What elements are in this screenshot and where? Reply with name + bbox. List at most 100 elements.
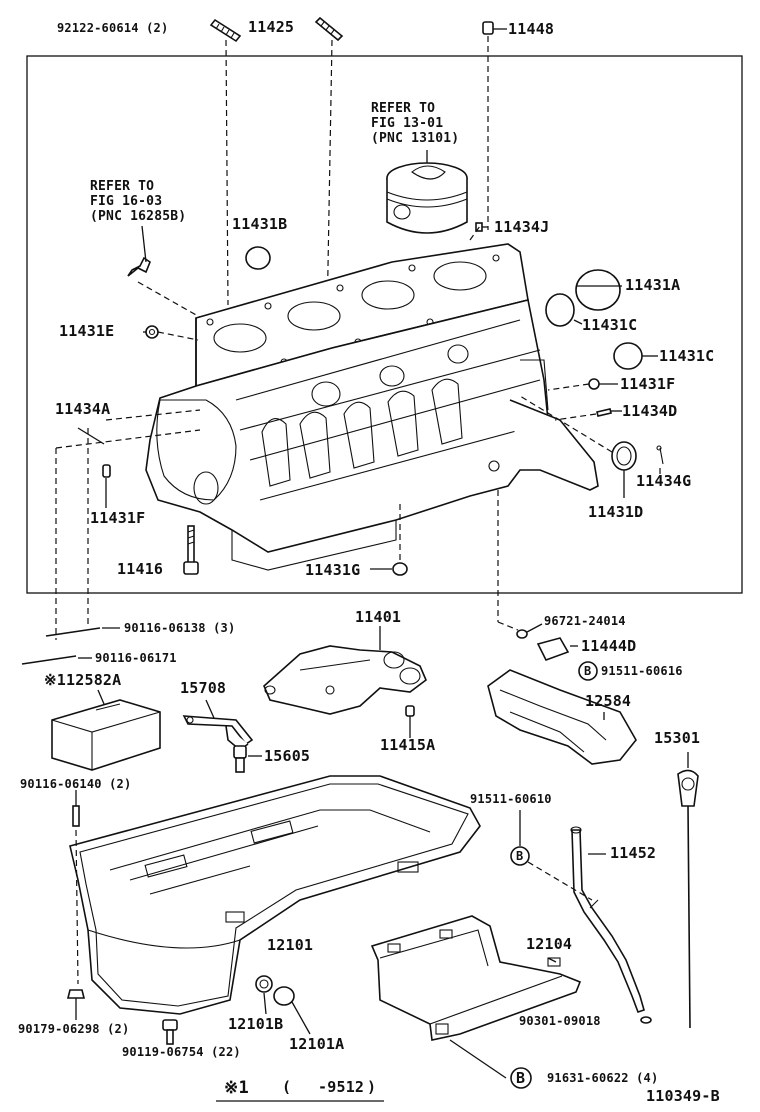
- label-12104[interactable]: 12104: [526, 935, 573, 953]
- ref-fig-16-line3: (PNC 16285B): [90, 209, 187, 224]
- bearing-cap-11401[interactable]: [263, 626, 427, 715]
- label-11431F-1[interactable]: 11431F: [620, 375, 676, 393]
- label-11434G[interactable]: 11434G: [636, 472, 692, 490]
- stud-92122[interactable]: [209, 18, 242, 43]
- plug-11448[interactable]: [482, 21, 507, 35]
- ref-fig-13-line1: REFER TO: [371, 101, 436, 116]
- label-11431G[interactable]: 11431G: [305, 561, 361, 579]
- label-11431F-2[interactable]: 11431F: [90, 509, 146, 527]
- label-11415A[interactable]: 11415A: [380, 736, 436, 754]
- plug-11431F-1[interactable]: [588, 378, 600, 390]
- plug-15605[interactable]: [233, 745, 262, 773]
- plug-11431A[interactable]: [575, 269, 621, 311]
- label-15708[interactable]: 15708: [180, 679, 227, 697]
- baffle-12582A[interactable]: [51, 699, 161, 771]
- circle-b-91511-60610: [510, 846, 530, 866]
- pin-11434G[interactable]: [659, 447, 664, 465]
- diagram-code: 110349-B: [646, 1087, 720, 1105]
- nut-90179[interactable]: [66, 989, 86, 1020]
- sensor-11444D[interactable]: [536, 637, 578, 661]
- bracket-15708[interactable]: [182, 699, 254, 752]
- footnote-range: -9512: [318, 1078, 365, 1096]
- label-12101[interactable]: 12101: [267, 936, 314, 954]
- label-15605[interactable]: 15605: [264, 747, 311, 765]
- plug-11431C-2[interactable]: [613, 342, 643, 370]
- gasket-90301[interactable]: [640, 1016, 652, 1024]
- ref-fig-13-line2: FIG 13-01: [371, 116, 444, 131]
- circle-b-91511-60616: [578, 661, 598, 681]
- label-11431D[interactable]: 11431D: [588, 503, 644, 521]
- label-90179-06298[interactable]: 90179-06298 (2): [18, 1022, 130, 1036]
- label-11401[interactable]: 11401: [355, 608, 402, 626]
- label-15301[interactable]: 15301: [654, 729, 701, 747]
- pin-11434D[interactable]: [596, 408, 612, 417]
- gasket-12101B[interactable]: [255, 975, 273, 1015]
- label-11434A[interactable]: 11434A: [55, 400, 111, 418]
- label-11444D[interactable]: 11444D: [581, 637, 637, 655]
- stud-11425[interactable]: [314, 16, 344, 42]
- bolt-11416[interactable]: [183, 525, 199, 575]
- oil-pan-upper-12584[interactable]: [487, 669, 637, 765]
- label-92122-60614[interactable]: 92122-60614 (2): [57, 21, 169, 35]
- circle-b-letter-3: B: [516, 1069, 526, 1087]
- baffle-plate-12104[interactable]: [370, 915, 582, 1041]
- bolt-90119[interactable]: [162, 1019, 178, 1045]
- oil-pan-12101[interactable]: [69, 775, 481, 1015]
- ref-fig-13-line3: (PNC 13101): [371, 131, 460, 146]
- stud-90116-06171[interactable]: [21, 655, 92, 665]
- label-90119-06754[interactable]: 90119-06754 (22): [122, 1045, 241, 1059]
- label-11448[interactable]: 11448: [508, 20, 555, 38]
- label-11425[interactable]: 11425: [248, 18, 295, 36]
- label-12101B[interactable]: 12101B: [228, 1015, 284, 1033]
- ref-fig-16-line1: REFER TO: [90, 179, 155, 194]
- label-11431B[interactable]: 11431B: [232, 215, 288, 233]
- label-11434J[interactable]: 11434J: [494, 218, 550, 236]
- oring-96721[interactable]: [516, 623, 543, 639]
- circle-b-91631: [510, 1067, 532, 1089]
- plug-11431G[interactable]: [392, 562, 408, 576]
- oil-pipe-11452[interactable]: [570, 826, 652, 1024]
- label-11452[interactable]: 11452: [610, 844, 657, 862]
- label-11434D[interactable]: 11434D: [622, 402, 678, 420]
- label-12101A[interactable]: 12101A: [289, 1035, 345, 1053]
- piston-illustration: [386, 150, 468, 234]
- label-91511-60610[interactable]: 91511-60610: [470, 792, 552, 806]
- circle-b-letter-2: B: [516, 849, 524, 863]
- ref-fig-16-line2: FIG 16-03: [90, 194, 163, 209]
- label-96721-24014[interactable]: 96721-24014: [544, 614, 626, 628]
- label-11431A[interactable]: 11431A: [625, 276, 681, 294]
- label-11431C-1[interactable]: 11431C: [582, 316, 638, 334]
- footnote-mark: ※1: [224, 1078, 249, 1098]
- label-11431E[interactable]: 11431E: [59, 322, 115, 340]
- plug-11431C-1[interactable]: [545, 293, 575, 327]
- label-90116-06138[interactable]: 90116-06138 (3): [124, 621, 236, 635]
- cylinder-block[interactable]: [145, 243, 599, 571]
- stud-90116-06138[interactable]: [45, 627, 120, 637]
- assembly-frame: [26, 55, 743, 594]
- plug-11431B[interactable]: [245, 246, 271, 270]
- label-11431C-2[interactable]: 11431C: [659, 347, 715, 365]
- footnote-range-open: (: [282, 1078, 292, 1096]
- bolt-11415A[interactable]: [405, 705, 415, 738]
- ref-fig-16-03[interactable]: REFER TO FIG 16-03 (PNC 16285B): [90, 179, 186, 224]
- seal-11431D[interactable]: [611, 441, 637, 471]
- label-90116-06140[interactable]: 90116-06140 (2): [20, 777, 132, 791]
- label-11416[interactable]: 11416: [117, 560, 164, 578]
- ref-fig-13-01[interactable]: REFER TO FIG 13-01 (PNC 13101): [371, 101, 459, 146]
- label-90116-06171[interactable]: 90116-06171: [95, 651, 177, 665]
- stud-90116-06140[interactable]: [72, 790, 80, 827]
- label-91631-60622[interactable]: 91631-60622 (4): [547, 1071, 659, 1085]
- label-12584[interactable]: 12584: [585, 692, 632, 710]
- oil-jet-illustration: [127, 225, 151, 277]
- label-91511-60616[interactable]: 91511-60616: [601, 664, 683, 678]
- dipstick-15301[interactable]: [677, 752, 699, 1029]
- drain-plug-12101A[interactable]: [273, 986, 311, 1035]
- pin-11431F-2[interactable]: [102, 464, 111, 478]
- footnote-range-close: ): [367, 1078, 377, 1096]
- label-112582A[interactable]: ※112582A: [44, 671, 122, 689]
- plug-11431E[interactable]: [145, 325, 159, 339]
- circle-b-letter-1: B: [584, 664, 592, 678]
- label-90301-09018[interactable]: 90301-09018: [519, 1014, 601, 1028]
